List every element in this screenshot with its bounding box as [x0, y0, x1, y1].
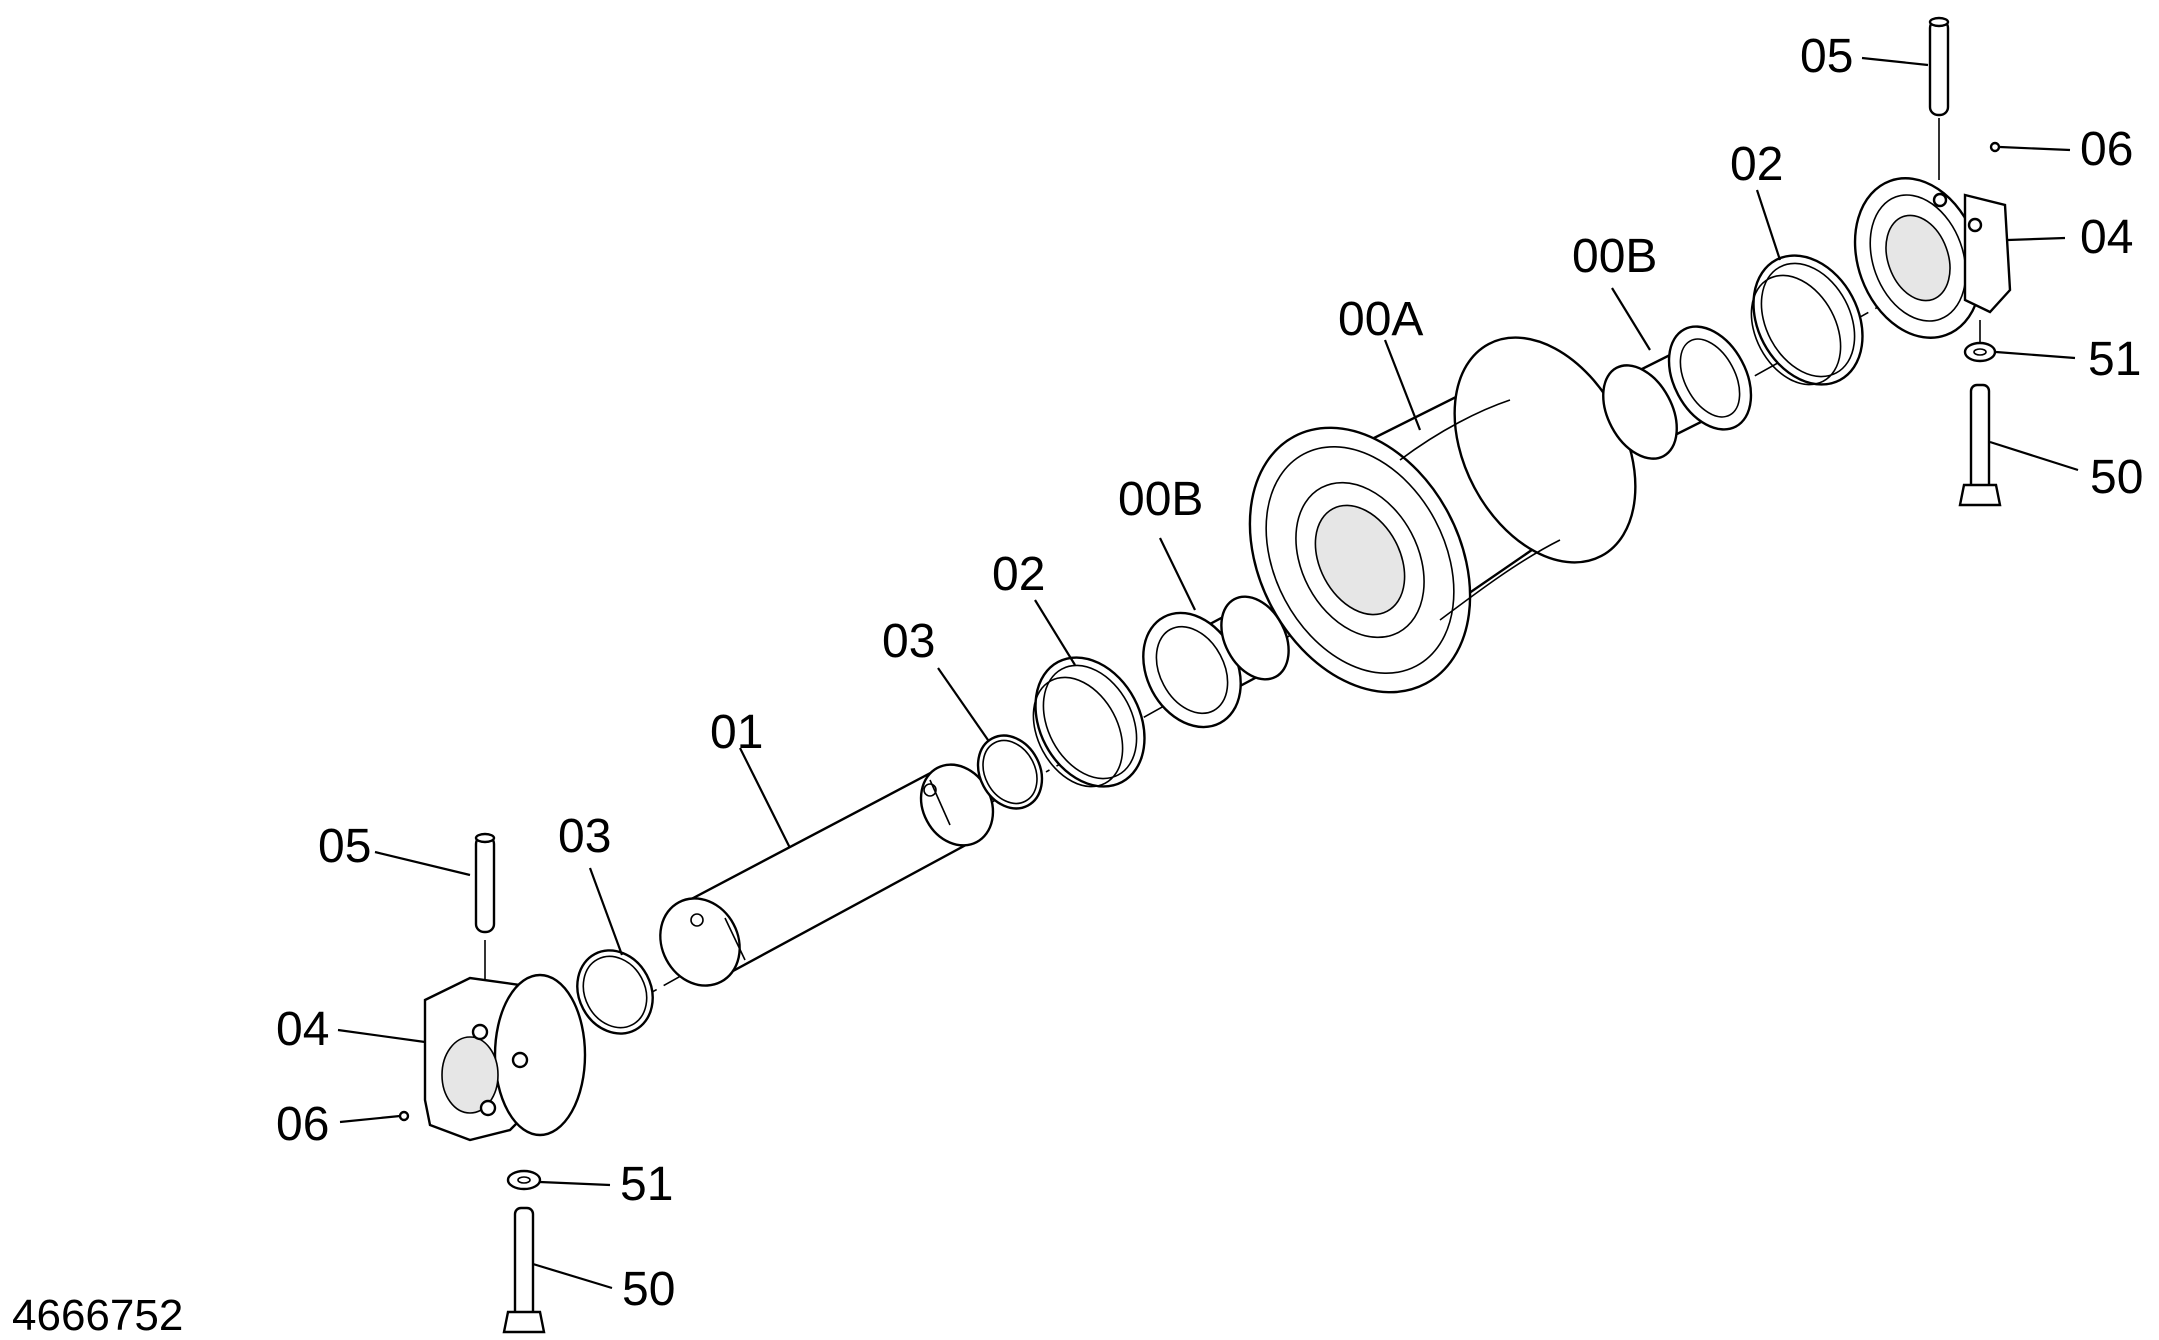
- callout-05-left: 05: [318, 820, 371, 873]
- bushing-00b-right: [1602, 325, 1753, 460]
- callout-00b-right: 00B: [1572, 230, 1657, 283]
- callout-02-right: 02: [1730, 138, 1783, 191]
- bolt-50-left: [502, 1206, 546, 1334]
- callout-03-mid: 03: [882, 615, 935, 668]
- callout-03-left: 03: [558, 810, 611, 863]
- callout-51-left: 51: [620, 1158, 673, 1211]
- seal-02-left: [1032, 656, 1146, 788]
- callout-04-left: 04: [276, 1003, 329, 1056]
- seal-02-right: [1750, 254, 1864, 386]
- bracket-04-left: [423, 973, 587, 1142]
- fitting-06-left: [398, 1110, 410, 1122]
- oring-03-left: [576, 949, 654, 1035]
- bolt-50-right: [1958, 383, 2002, 507]
- callout-02-left: 02: [992, 548, 1045, 601]
- oring-03-mid: [976, 734, 1044, 810]
- callout-04-right: 04: [2080, 211, 2133, 264]
- washer-51-right: [1963, 341, 1997, 363]
- callout-06-left: 06: [276, 1098, 329, 1151]
- callout-00a: 00A: [1338, 293, 1423, 346]
- bushing-00b-left: [1142, 595, 1290, 729]
- washer-51-left: [506, 1169, 542, 1191]
- roller-00a: [1248, 336, 1637, 694]
- fitting-06-right: [1989, 141, 2001, 153]
- callout-50-left: 50: [622, 1263, 675, 1316]
- bracket-04-right: [1853, 177, 2012, 339]
- callout-51-right: 51: [2088, 333, 2141, 386]
- callout-00b-left: 00B: [1118, 473, 1203, 526]
- pin-05-left: [474, 832, 496, 934]
- pin-05-right: [1928, 16, 1950, 117]
- callout-06-right: 06: [2080, 123, 2133, 176]
- drawing-number: 4666752: [12, 1291, 183, 1340]
- shaft-01: [659, 763, 995, 987]
- callout-01: 01: [710, 706, 763, 759]
- callout-05-right: 05: [1800, 30, 1853, 83]
- leader-lines: [337, 56, 2079, 1290]
- callout-50-right: 50: [2090, 451, 2143, 504]
